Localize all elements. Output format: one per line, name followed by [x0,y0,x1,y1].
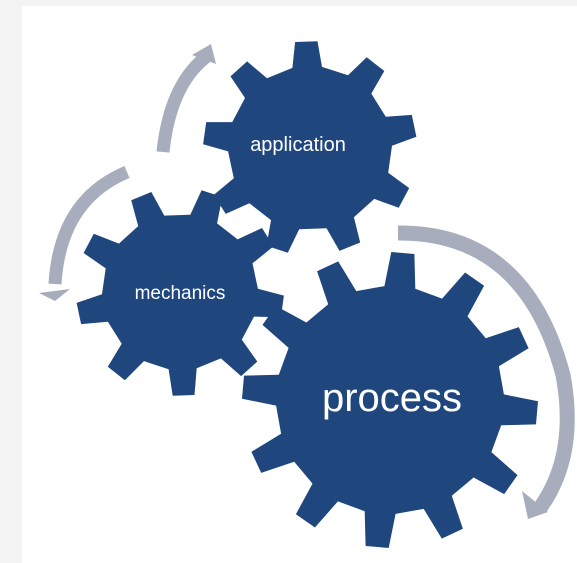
top-frame-strip [0,0,577,6]
arrow-application-to-mechanics [48,166,130,285]
gear-label-process: process [322,376,462,420]
cycle-arrows [39,44,575,519]
arrow-head-process [522,491,548,519]
arrow-process-cycle [397,225,575,513]
arrow-head-mechanics [39,289,70,301]
left-frame-strip [0,0,22,563]
arrow-head-application [192,44,216,64]
gear-mechanics [76,190,284,396]
gear-label-application: application [250,134,346,156]
gear-mechanics-body [76,190,284,396]
gear-process-body [242,252,538,548]
gear-label-mechanics: mechanics [135,283,226,304]
arrow-mechanics-to-application [156,51,211,153]
gear-application [203,41,417,253]
gear-application-body [203,41,417,253]
gear-process [242,252,538,548]
